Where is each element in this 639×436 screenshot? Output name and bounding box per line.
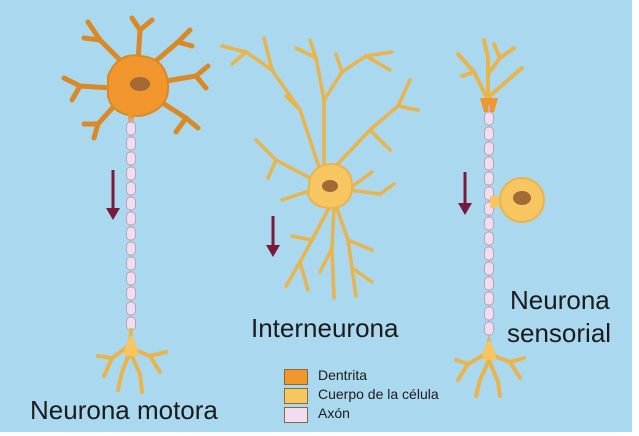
- sensory-axon: [485, 112, 494, 335]
- motor-axon-segment: [127, 227, 136, 240]
- motor-axon-segment: [127, 197, 136, 210]
- motor-axon-segment: [127, 287, 136, 300]
- sensory-axon-segment: [485, 157, 494, 170]
- sensory-axon-segment: [485, 247, 494, 260]
- sensory-axon-segment: [485, 217, 494, 230]
- sensory-neuron-label-line2: sensorial: [507, 318, 611, 349]
- motor-axon-segment: [127, 257, 136, 270]
- sensory-axon-segment: [485, 172, 494, 185]
- motor-axon-segment: [127, 212, 136, 225]
- legend-label-dendrite: Dentrita: [318, 367, 367, 383]
- interneuron-direction-arrow: [266, 216, 280, 257]
- motor-axon-segment: [127, 122, 136, 135]
- motor-axon-segment: [127, 242, 136, 255]
- sensory-axon-segment: [485, 127, 494, 140]
- sensory-axon-segment: [485, 262, 494, 275]
- motor-axon-segment: [127, 182, 136, 195]
- sensory-nucleus: [513, 191, 531, 205]
- motor-axon-segment: [127, 152, 136, 165]
- motor-neuron: [64, 18, 208, 392]
- interneuron: [222, 38, 418, 298]
- motor-terminal-base: [124, 335, 138, 356]
- interneuron-nucleus: [322, 180, 338, 192]
- sensory-axon-segment: [485, 277, 494, 290]
- motor-neuron-label: Neurona motora: [30, 395, 218, 426]
- legend-label-cell-body: Cuerpo de la célula: [318, 386, 439, 402]
- sensory-axon-segment: [485, 112, 494, 125]
- motor-direction-arrow: [106, 170, 120, 220]
- legend-swatch-axon: [284, 407, 308, 423]
- motor-axon-segment: [127, 137, 136, 150]
- sensory-neuron-label-line1: Neurona: [510, 285, 610, 316]
- motor-axon-segment: [127, 302, 136, 315]
- motor-nucleus: [130, 77, 150, 91]
- motor-axon-segment: [127, 272, 136, 285]
- legend-label-axon: Axón: [318, 405, 350, 421]
- sensory-axon-segment: [485, 292, 494, 305]
- sensory-axon-segment: [485, 307, 494, 320]
- legend-swatch-dendrite: [284, 369, 308, 385]
- sensory-dendrites: [458, 40, 522, 100]
- sensory-axon-segment: [485, 142, 494, 155]
- sensory-axon-segment: [485, 232, 494, 245]
- motor-axon-segment: [127, 167, 136, 180]
- legend-swatch-cell-body: [284, 388, 308, 404]
- sensory-terminal-base: [482, 340, 496, 360]
- sensory-direction-arrow: [458, 172, 472, 215]
- sensory-axon-segment: [485, 322, 494, 335]
- interneuron-label: Interneurona: [251, 313, 398, 344]
